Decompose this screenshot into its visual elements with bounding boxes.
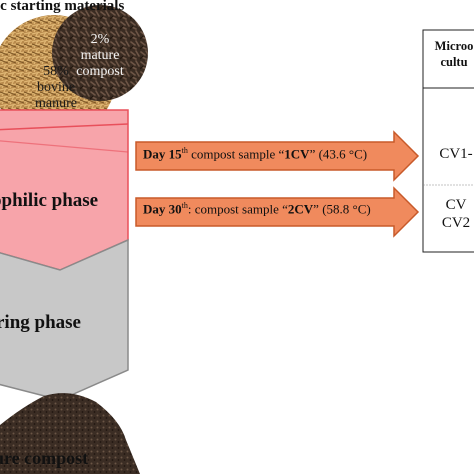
compost-pile (0, 393, 140, 474)
arrow-day15 (135, 130, 420, 182)
cooling-phase-shape (0, 238, 129, 401)
table-header-line1: Microo (434, 39, 474, 53)
bovine-manure-percent: 58% (43, 64, 69, 79)
thermophilic-phase-label: ophilic phase (0, 190, 99, 211)
bovine-manure-line3: manure (35, 96, 77, 111)
table-header: Microo cultu (424, 38, 474, 70)
arrow-day30 (135, 186, 420, 238)
table-row-2: CV CV2 (426, 196, 474, 232)
arrow-day15-code: 1CV (284, 146, 310, 162)
arrow-day15-sup: th (181, 146, 188, 155)
mature-compost-line2: mature (80, 48, 120, 63)
bovine-manure-label: 58% bovine manure (16, 64, 96, 112)
arrow-day15-day: Day 15 (143, 146, 182, 162)
arrow-day15-rest: compost sample “ (187, 146, 285, 162)
table-header-line2: cultu (440, 55, 468, 69)
arrow-day15-temp: ” (43.6 °C) (309, 146, 368, 162)
starting-materials-title: ic starting materials (0, 0, 125, 14)
arrow-day30-label: Day 30th: compost sample “2CV” (58.8 °C) (143, 201, 371, 217)
arrow-day30-rest: : compost sample “ (187, 201, 288, 217)
table-row-2-line1: CV (445, 197, 467, 213)
mature-compost-label: 2% mature compost (62, 32, 138, 80)
mature-compost-percent: 2% (90, 32, 110, 47)
bovine-manure-line2: bovine (36, 80, 76, 95)
mature-compost-line3: compost (76, 64, 124, 79)
mature-compost-circle (52, 5, 148, 101)
table-row-1: CV1- (439, 146, 473, 162)
arrow-day30-temp: ” (58.8 °C) (313, 201, 371, 217)
table-row-2-line2: CV2 (441, 215, 471, 231)
arrow-day30-sup: th (181, 201, 188, 210)
results-table (422, 29, 474, 253)
arrow-day30-day: Day 30 (143, 201, 182, 217)
arrow-day30-code: 2CV (287, 201, 314, 217)
arrow-day15-label: Day 15th compost sample “1CV” (43.6 °C) (143, 146, 367, 162)
cooling-phase-label: ring phase (0, 312, 81, 333)
final-product-label: ure compost (0, 448, 89, 468)
